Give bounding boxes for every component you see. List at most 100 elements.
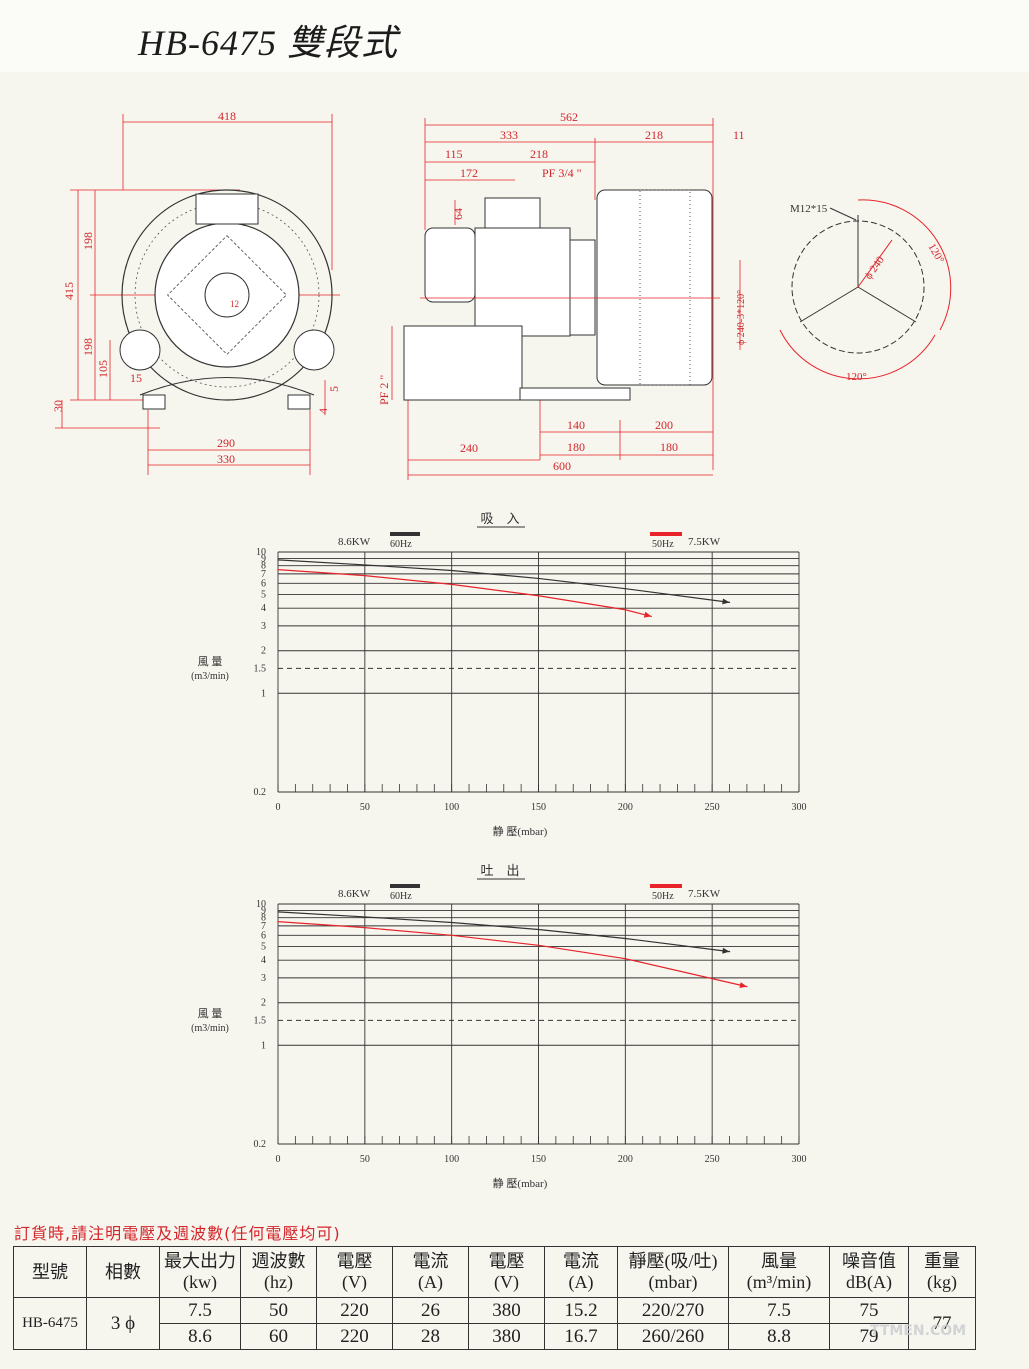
header-model: 型號	[13, 1246, 87, 1298]
y-axis-label: 風 量	[198, 1007, 223, 1020]
header-static-pressure: 靜壓(吸/吐)(mbar)	[617, 1246, 729, 1298]
side-view-blower	[403, 189, 720, 401]
data-point	[277, 569, 279, 571]
y-tick-label: 8	[261, 561, 266, 572]
data-point	[746, 986, 748, 988]
x-tick-label: 200	[618, 1154, 633, 1165]
cell: 220	[316, 1297, 393, 1324]
cell: 260/260	[617, 1323, 729, 1350]
cell: 220/270	[617, 1297, 729, 1324]
dim-198-upper: 198	[81, 232, 95, 250]
data-point	[624, 588, 626, 590]
dim-333: 333	[500, 128, 518, 142]
dim-200: 200	[655, 418, 673, 432]
dim-240-3-120: ϕ 240-3*120°	[736, 290, 747, 345]
data-point	[624, 609, 626, 611]
x-axis-label: 静 壓(mbar)	[493, 1176, 548, 1190]
series-arrowhead	[739, 982, 747, 988]
dim-172: 172	[460, 166, 478, 180]
y-tick-label: 6	[261, 930, 266, 941]
label-120-deg-lower: 120°	[846, 371, 867, 383]
front-view-blower	[119, 189, 335, 410]
dim-30: 30	[51, 400, 65, 412]
x-tick-label: 100	[444, 1154, 459, 1165]
legend-60hz-label: 60Hz	[390, 539, 412, 550]
cell-weight: 77	[908, 1297, 976, 1350]
y-tick-label: 4	[261, 603, 266, 614]
cell: 7.5	[728, 1297, 830, 1324]
cell: 26	[392, 1297, 469, 1324]
legend-60hz-label: 60Hz	[390, 891, 412, 902]
y-tick-label: 9	[261, 553, 266, 564]
cell: 7.5	[159, 1297, 241, 1324]
header-current-1: 電流(A)	[392, 1246, 469, 1298]
label-120-deg-upper: 120°	[925, 242, 946, 266]
data-point	[624, 958, 626, 960]
suction-chart: 吸 入 8.6KW 60Hz 50Hz 7.5KW 風 量 (m3/min) 静…	[191, 511, 807, 838]
dim-218: 218	[530, 147, 548, 161]
header-frequency: 週波數(hz)	[240, 1246, 317, 1298]
cell: 79	[829, 1323, 909, 1350]
y-tick-label: 7	[261, 921, 266, 932]
label-pf-3-4: PF 3/4 "	[542, 166, 582, 180]
cell: 60	[240, 1323, 317, 1350]
legend-50hz-swatch	[650, 532, 682, 536]
chart-heading: 吐 出	[480, 863, 519, 878]
cell: 16.7	[544, 1323, 618, 1350]
x-tick-label: 300	[792, 802, 807, 813]
y-tick-label: 4	[261, 955, 266, 966]
y-tick-label: 10	[256, 547, 266, 558]
series-line-60hz	[277, 911, 730, 953]
chart-heading: 吸 入	[480, 511, 519, 526]
legend-50hz-label: 50Hz	[652, 891, 674, 902]
dim-12: 12	[230, 299, 239, 309]
dim-105: 105	[96, 360, 110, 378]
data-point	[650, 615, 652, 618]
legend-50hz-power: 7.5KW	[688, 536, 721, 548]
data-point	[364, 916, 366, 918]
page-title: HB-6475 雙段式	[138, 23, 398, 63]
x-tick-label: 250	[705, 802, 720, 813]
header-max-output: 最大出力(kw)	[159, 1246, 241, 1298]
y-tick-label: 2	[261, 646, 266, 657]
y-tick-label: 1	[261, 688, 266, 699]
x-tick-label: 150	[531, 802, 546, 813]
dim-198-lower: 198	[81, 338, 95, 356]
data-point	[277, 911, 279, 913]
cell: 75	[829, 1297, 909, 1324]
discharge-chart: 吐 出 8.6KW 60Hz 50Hz 7.5KW 風 量 (m3/min) 静…	[191, 863, 807, 1190]
header-phase: 相數	[86, 1246, 160, 1298]
legend-50hz-swatch	[650, 884, 682, 888]
data-point	[451, 583, 453, 585]
y-tick-label: 3	[261, 973, 266, 984]
data-point	[277, 921, 279, 923]
y-tick-label: 1.5	[254, 1015, 267, 1026]
x-axis-label: 静 壓(mbar)	[493, 824, 548, 838]
legend-60hz-swatch	[390, 532, 420, 536]
table-row: 8.6 60 220 28 380 16.7 260/260 8.8 79	[14, 1323, 976, 1350]
dim-600: 600	[553, 459, 571, 473]
header-weight: 重量(kg)	[908, 1246, 976, 1298]
data-point	[451, 921, 453, 924]
x-tick-label: 250	[705, 1154, 720, 1165]
series-line-60hz	[277, 559, 730, 603]
data-point	[364, 927, 366, 929]
dim-330: 330	[217, 452, 235, 466]
dim-5: 5	[327, 386, 341, 392]
dim-115: 115	[445, 147, 463, 161]
y-tick-label: 1.5	[254, 663, 267, 674]
dim-15: 15	[130, 371, 142, 385]
y-tick-label: 0.2	[254, 1139, 267, 1150]
data-point	[537, 944, 540, 946]
spec-header-row: 型號 相數 最大出力(kw) 週波數(hz) 電壓(V) 電流(A) 電壓(V)…	[13, 1246, 976, 1298]
dim-418: 418	[218, 109, 236, 123]
x-tick-label: 100	[444, 802, 459, 813]
data-point	[277, 559, 279, 561]
y-tick-label: 10	[256, 899, 266, 910]
y-tick-label: 5	[261, 590, 266, 601]
x-tick-label: 300	[792, 1154, 807, 1165]
table-row: HB-6475 3 ϕ 7.5 50 220 26 380 15.2 220/2…	[13, 1297, 976, 1350]
data-point	[728, 601, 731, 603]
x-tick-label: 50	[360, 802, 370, 813]
